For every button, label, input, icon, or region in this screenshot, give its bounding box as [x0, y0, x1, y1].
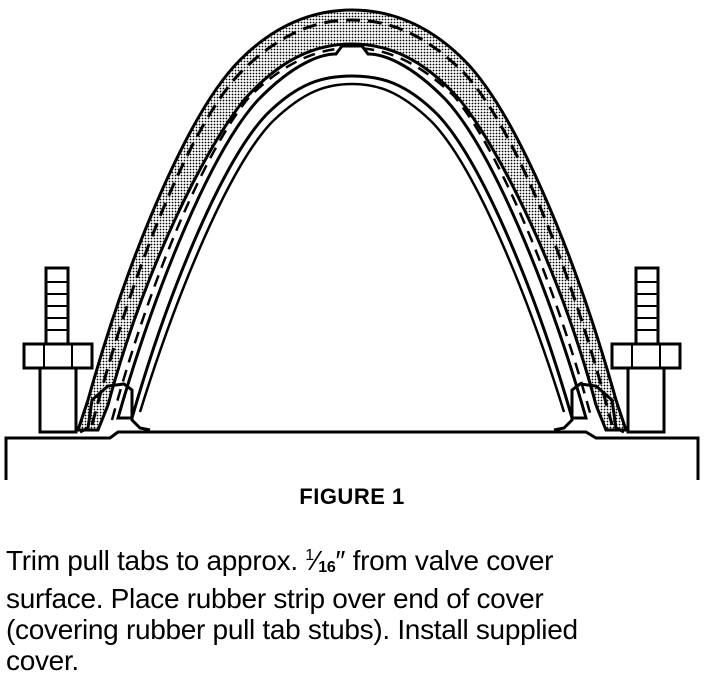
figure-caption: FIGURE 1: [299, 484, 405, 509]
fraction: 1⁄16: [305, 545, 336, 576]
left-flange: [79, 382, 151, 434]
valve-cover-cross-section-diagram: [4, 8, 700, 480]
instructions-line-3: (covering rubber pull tab stubs). Instal…: [6, 614, 578, 645]
replacement-cover: [75, 8, 629, 432]
right-flange: [553, 382, 625, 434]
right-stud-bolt: [610, 266, 682, 434]
instructions-line-2: surface. Place rubber strip over end of …: [6, 583, 544, 614]
cylinder-head-surface: [4, 430, 700, 480]
instructions-text: Trim pull tabs to approx. 1⁄16″ from val…: [6, 540, 704, 676]
left-stud-bolt: [22, 266, 94, 434]
valve-cover-dashed-outline: [90, 18, 614, 426]
instructions-line-1: Trim pull tabs to approx. 1⁄16″ from val…: [6, 545, 554, 576]
original-valve-cover: [116, 44, 588, 420]
valve-cover-inner-line: [138, 82, 566, 413]
instructions-line-4: cover.: [6, 645, 79, 676]
